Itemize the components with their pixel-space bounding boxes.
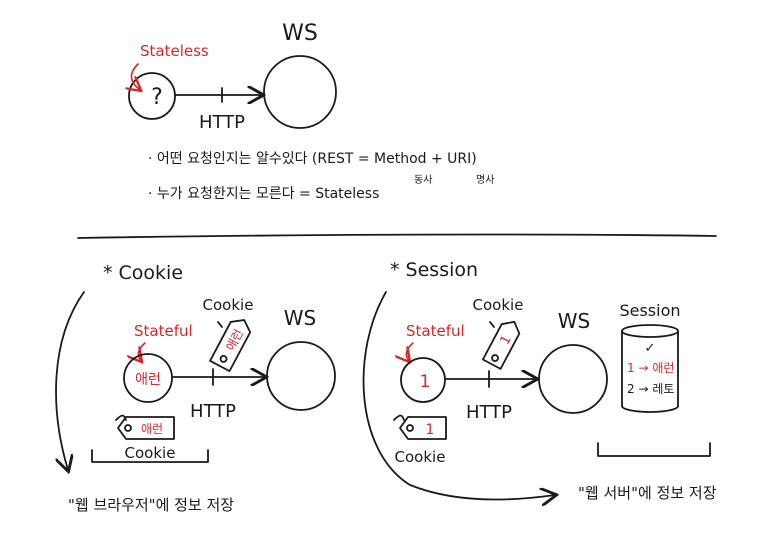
cookie-protocol-label: HTTP	[190, 401, 236, 422]
session-store-row-1: 1 → 애런	[627, 361, 674, 375]
cookie-tag-string	[217, 321, 223, 328]
cookie-client-label: 애런	[135, 372, 161, 388]
session-client-node	[400, 357, 446, 403]
cookie-section-title: * Cookie	[103, 262, 183, 284]
cookie-client-state-label: Stateful	[134, 322, 193, 340]
session-tag: 1	[482, 320, 521, 370]
cookie-stored-label: Cookie	[125, 444, 176, 462]
session-store-row-2: 2 → 레토	[627, 382, 674, 396]
client-label: ?	[151, 85, 163, 110]
session-storage-bracket	[362, 291, 555, 499]
client-node	[128, 72, 176, 120]
session-stored-tag-string	[393, 414, 405, 421]
session-stored-label: Cookie	[395, 448, 446, 466]
note-uri-gloss: 명사	[476, 174, 494, 186]
note-requester-unknown: · 누가 요청한지는 모른다 = Stateless	[148, 186, 379, 202]
cookie-diagram: * Cookie Cookie 애런 WS Stateful 애런 HTTP 애…	[55, 262, 336, 514]
session-state-pointer-arrow	[406, 342, 414, 361]
note-method-gloss: 동사	[414, 174, 432, 186]
session-client-label: 1	[420, 372, 431, 392]
note-request-known: · 어떤 요청인지는 알수있다 (REST = Method + URI)	[148, 151, 477, 167]
session-underline-bracket	[597, 442, 711, 457]
cookie-stored-tag-string	[115, 414, 127, 421]
cookie-stored-tag: 애런	[117, 416, 175, 440]
cookie-server-label: WS	[284, 306, 316, 330]
server-label: WS	[282, 21, 318, 46]
session-store-label: Session	[619, 301, 680, 320]
session-stored-tag: 1	[399, 416, 447, 440]
server-node	[263, 55, 337, 129]
session-diagram: * Session Cookie 1 WS Stateful 1 HTTP 1 …	[362, 259, 717, 502]
cookie-tag-label: Cookie	[203, 296, 254, 314]
session-stored-tag-value: 1	[426, 422, 435, 438]
section-divider	[77, 233, 717, 239]
stateless-diagram: WS ? Stateless HTTP · 어떤 요청인지는 알수있다 (RES…	[129, 21, 494, 202]
session-tag-label: Cookie	[473, 296, 524, 314]
cookie-server-node	[266, 341, 336, 411]
cookie-storage-bracket	[55, 291, 85, 470]
client-state-label: Stateless	[140, 42, 209, 60]
session-section-title: * Session	[390, 259, 478, 281]
session-server-label: WS	[558, 309, 590, 333]
state-pointer-arrow	[131, 63, 140, 90]
session-store-cylinder	[621, 324, 679, 413]
cookie-client-node	[123, 353, 173, 403]
session-store-check: ✓	[645, 341, 656, 356]
session-storage-note: "웹 서버"에 정보 저장	[578, 484, 717, 502]
cookie-tag: 애런	[209, 319, 252, 373]
cookie-storage-note: "웹 브라우저"에 정보 저장	[68, 496, 234, 514]
session-client-state-label: Stateful	[406, 322, 465, 340]
cookie-state-pointer-arrow	[138, 342, 146, 361]
session-tag-string	[489, 321, 495, 328]
cookie-stored-tag-value: 애런	[141, 422, 163, 436]
session-server-node	[538, 344, 608, 414]
protocol-label: HTTP	[199, 112, 245, 133]
cookie-underline-bracket	[91, 449, 209, 463]
session-protocol-label: HTTP	[466, 402, 512, 423]
